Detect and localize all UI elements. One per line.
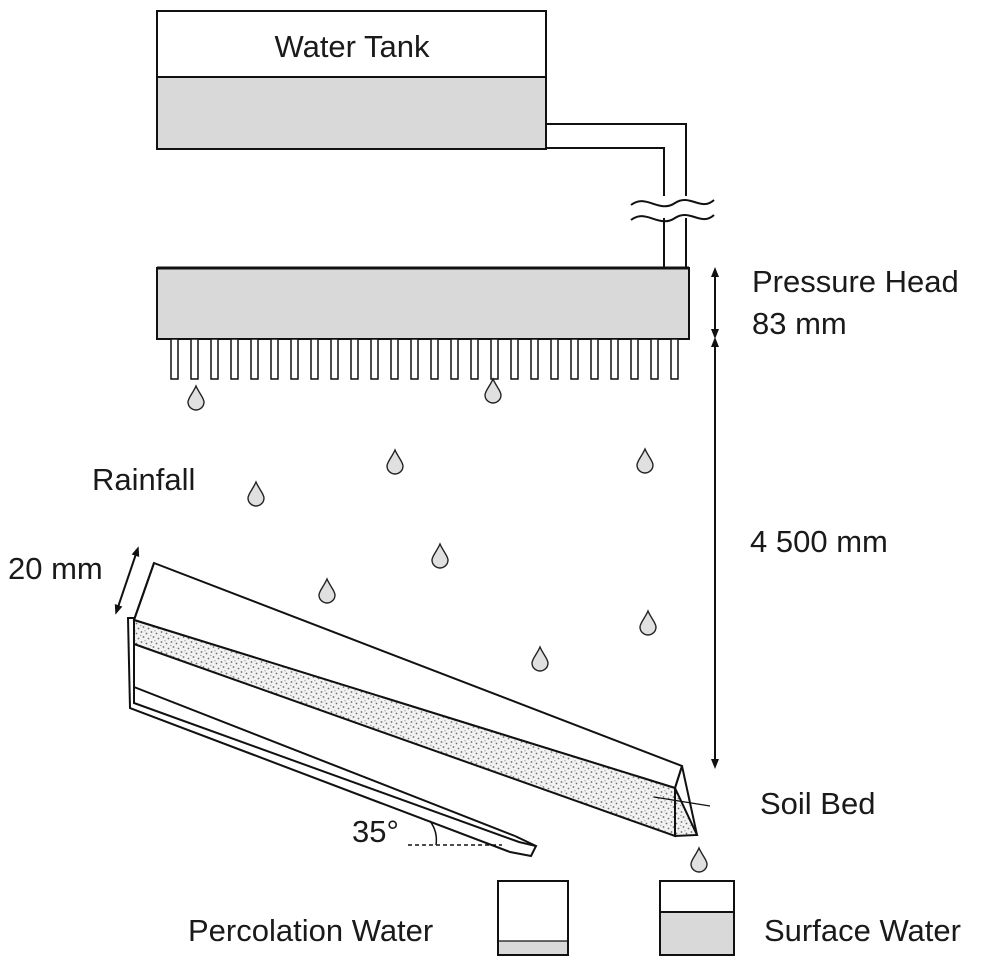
droplet-icon [690,846,708,873]
nozzle [250,338,259,380]
nozzle [430,338,439,380]
sprinkler-header [156,266,690,340]
break-symbol-icon [630,199,715,223]
pressure-head-label: Pressure Head [752,264,959,299]
water-tank: Water Tank [156,10,547,150]
nozzle [670,338,679,380]
nozzle [630,338,639,380]
angle-value: 35° [352,814,399,849]
droplet-icon [531,645,549,672]
rainfall-label: Rainfall [92,462,195,497]
droplet-icon [484,377,502,404]
nozzle [290,338,299,380]
droplet-icon [636,447,654,474]
nozzle [390,338,399,380]
surface-water-container [659,880,735,956]
soil-bed-flume [126,561,711,858]
nozzle [550,338,559,380]
nozzle [330,338,339,380]
nozzle [270,338,279,380]
nozzle [450,338,459,380]
nozzle-row [170,338,679,380]
nozzle [570,338,579,380]
percolation-container [497,880,569,956]
supply-pipe [546,123,715,268]
surface-water-label: Surface Water [764,913,961,948]
pressure-head-dimension: Pressure Head 83 mm [711,264,959,341]
slope-angle-indicator: 35° [352,814,502,849]
nozzle [190,338,199,380]
nozzle [210,338,219,380]
height-value: 4 500 mm [750,524,888,559]
nozzle [590,338,599,380]
nozzle [470,338,479,380]
nozzle [170,338,179,380]
nozzle [490,338,499,380]
droplet-icon [318,577,336,604]
thickness-value: 20 mm [8,551,103,586]
droplet-icon [639,609,657,636]
nozzle [230,338,239,380]
nozzle [350,338,359,380]
nozzle [650,338,659,380]
droplet-icon [431,542,449,569]
droplet-icon [386,448,404,475]
droplet-icon [187,384,205,411]
nozzle [610,338,619,380]
soil-bed-label: Soil Bed [760,786,875,821]
thickness-dimension: 20 mm [8,546,140,615]
rain-drops [187,377,708,873]
nozzle [410,338,419,380]
pressure-head-value: 83 mm [752,306,847,341]
water-tank-label: Water Tank [274,29,430,64]
percolation-water-label: Percolation Water [188,913,433,948]
droplet-icon [247,480,265,507]
nozzle [530,338,539,380]
nozzle [510,338,519,380]
nozzle [310,338,319,380]
nozzle [370,338,379,380]
height-dimension: 4 500 mm [711,337,888,769]
